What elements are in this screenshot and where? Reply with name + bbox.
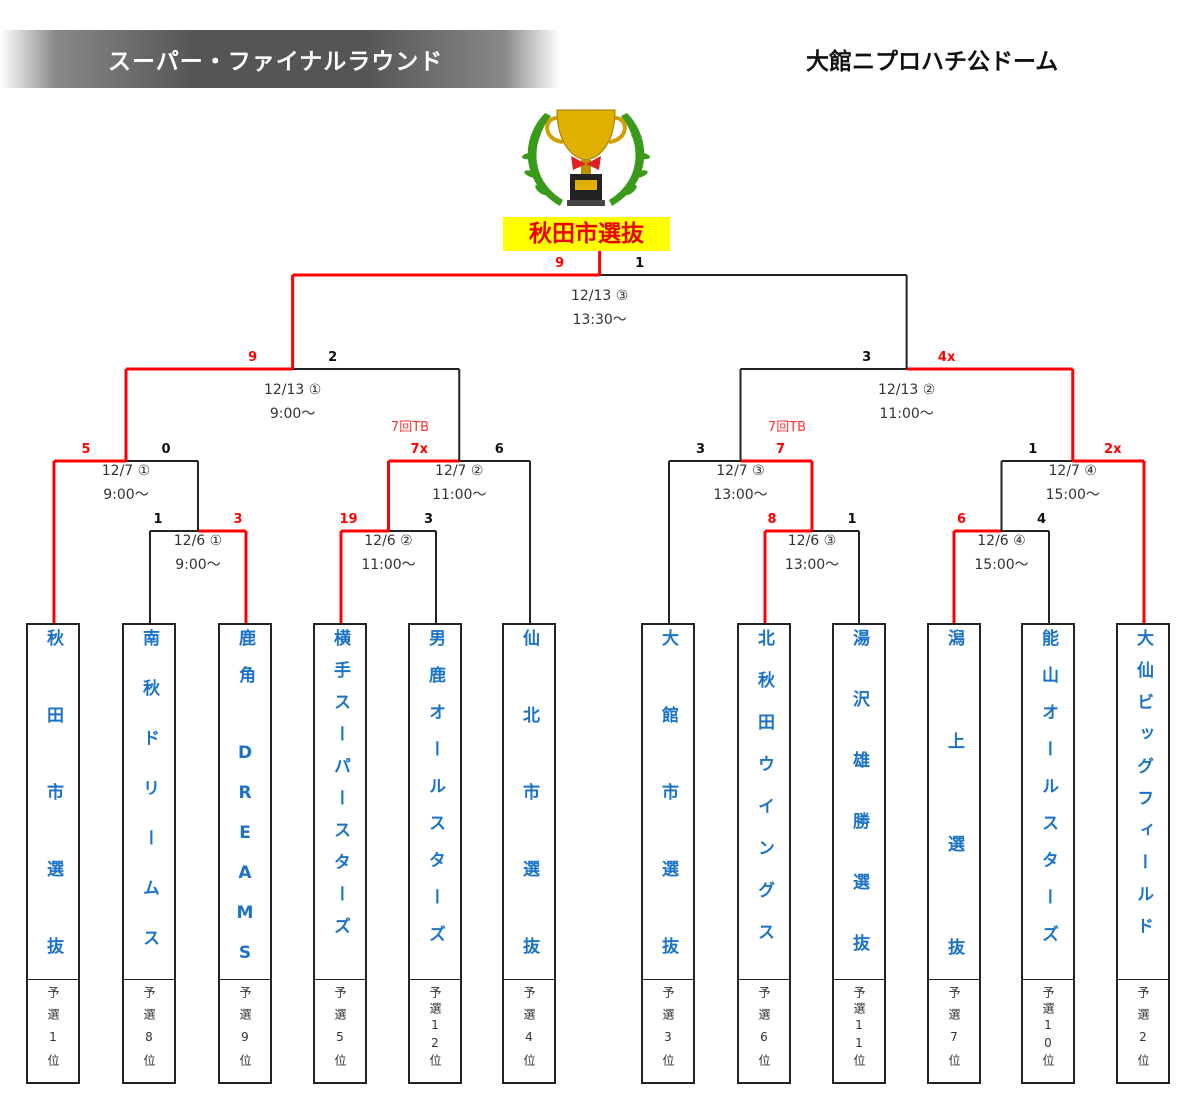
match-time: 15:00～ <box>974 557 1029 573</box>
team-box: 南秋ドリームス予選8位 <box>122 623 176 1084</box>
left-score: 6 <box>956 512 967 527</box>
team-box: 横手スーパースターズ予選5位 <box>313 623 367 1084</box>
match-date: 12/13 ③ <box>570 288 629 304</box>
left-score: 8 <box>767 512 777 527</box>
team-box: 湯沢雄勝選抜予選11位 <box>832 623 886 1084</box>
match-date: 12/13 ② <box>877 382 936 398</box>
match-date: 12/7 ③ <box>716 463 765 479</box>
title-banner: スーパー・ファイナルラウンド <box>0 30 560 88</box>
team-name: 横手スーパースターズ <box>330 629 350 949</box>
team-box: 男鹿オールスターズ予選12位 <box>408 623 462 1084</box>
team-rank: 予選8位 <box>142 986 156 1076</box>
right-score: 1 <box>635 256 645 271</box>
match-time: 9:00～ <box>269 406 316 422</box>
team-name: 大館市選抜 <box>658 629 678 1014</box>
match-date: 12/6 ② <box>364 533 413 549</box>
team-name: 仙北市選抜 <box>519 629 539 1014</box>
team-name: 湯沢雄勝選抜 <box>849 629 869 995</box>
match-date: 12/7 ① <box>101 463 151 479</box>
trophy-icon <box>522 109 650 206</box>
match-date: 12/6 ④ <box>977 533 1026 549</box>
team-rank: 予選12位 <box>428 986 442 1070</box>
round-title: スーパー・ファイナルラウンド <box>108 49 444 75</box>
match-date: 12/13 ① <box>263 382 322 398</box>
right-score: 3 <box>233 512 243 527</box>
left-score: 1 <box>153 512 163 527</box>
left-score: 7x <box>410 442 428 457</box>
team-name: 南秋ドリームス <box>139 629 159 979</box>
right-score: 7 <box>775 442 786 457</box>
team-box: 能山オールスターズ予選10位 <box>1021 623 1075 1084</box>
team-rank: 予選7位 <box>947 986 961 1076</box>
match-time: 13:00～ <box>713 487 768 503</box>
team-box: 大仙ビッグフィールド予選2位 <box>1116 623 1170 1084</box>
left-score: 19 <box>339 512 358 527</box>
left-score: 9 <box>555 256 565 271</box>
team-rank: 予選6位 <box>757 986 771 1076</box>
left-score: 3 <box>862 350 872 365</box>
left-score: 1 <box>1028 442 1038 457</box>
match-date: 12/6 ③ <box>787 533 837 549</box>
team-name: 鹿角 DREAMS <box>235 629 255 983</box>
left-score: 9 <box>248 350 258 365</box>
match-time: 9:00～ <box>103 487 149 503</box>
team-rank: 予選5位 <box>333 986 347 1076</box>
venue-title: 大館ニプロハチ公ドーム <box>806 49 1059 75</box>
right-score: 3 <box>423 512 434 527</box>
match-date: 12/7 ④ <box>1048 463 1097 479</box>
team-name: 男鹿オールスターズ <box>425 629 445 962</box>
team-box: 潟上選抜予選7位 <box>927 623 981 1084</box>
match-time: 9:00～ <box>175 557 221 573</box>
team-rank: 予選10位 <box>1041 986 1055 1070</box>
right-score: 6 <box>494 442 504 457</box>
team-rank: 予選1位 <box>46 986 60 1076</box>
left-score: 3 <box>695 442 706 457</box>
match-time: 13:00～ <box>784 557 840 573</box>
team-box: 大館市選抜予選3位 <box>641 623 695 1084</box>
team-box: 秋田市選抜予選1位 <box>26 623 80 1084</box>
match-time: 13:30～ <box>572 312 627 328</box>
team-rank: 予選4位 <box>522 986 536 1076</box>
tiebreak-note: 7回TB <box>390 420 430 435</box>
team-rank: 予選3位 <box>661 986 675 1076</box>
right-score: 1 <box>847 512 857 527</box>
tiebreak-note: 7回TB <box>767 420 807 435</box>
right-score: 2x <box>1104 442 1122 457</box>
team-box: 鹿角 DREAMS 予選9位 <box>218 623 272 1084</box>
team-name: 潟上選抜 <box>944 629 964 1041</box>
team-name: 能山オールスターズ <box>1038 629 1058 962</box>
team-rank: 予選9位 <box>238 986 252 1076</box>
team-rank: 予選11位 <box>852 986 866 1070</box>
team-box: 北秋田ウイングス予選6位 <box>737 623 791 1084</box>
team-rank: 予選2位 <box>1136 986 1150 1076</box>
match-date: 12/7 ② <box>435 463 484 479</box>
right-score: 4 <box>1036 512 1047 527</box>
match-time: 11:00～ <box>879 406 934 422</box>
right-score: 2 <box>328 350 338 365</box>
left-score: 5 <box>81 442 91 457</box>
team-name: 大仙ビッグフィールド <box>1133 629 1153 949</box>
match-time: 11:00～ <box>361 557 416 573</box>
team-box: 仙北市選抜予選4位 <box>502 623 556 1084</box>
right-score: 0 <box>161 442 171 457</box>
team-name: 北秋田ウイングス <box>754 629 774 965</box>
right-score: 4x <box>937 350 956 365</box>
champion-label: 秋田市選抜 <box>503 217 670 251</box>
match-time: 11:00～ <box>432 487 487 503</box>
team-name: 秋田市選抜 <box>43 629 63 1014</box>
match-date: 12/6 ① <box>173 533 223 549</box>
match-time: 15:00～ <box>1045 487 1100 503</box>
